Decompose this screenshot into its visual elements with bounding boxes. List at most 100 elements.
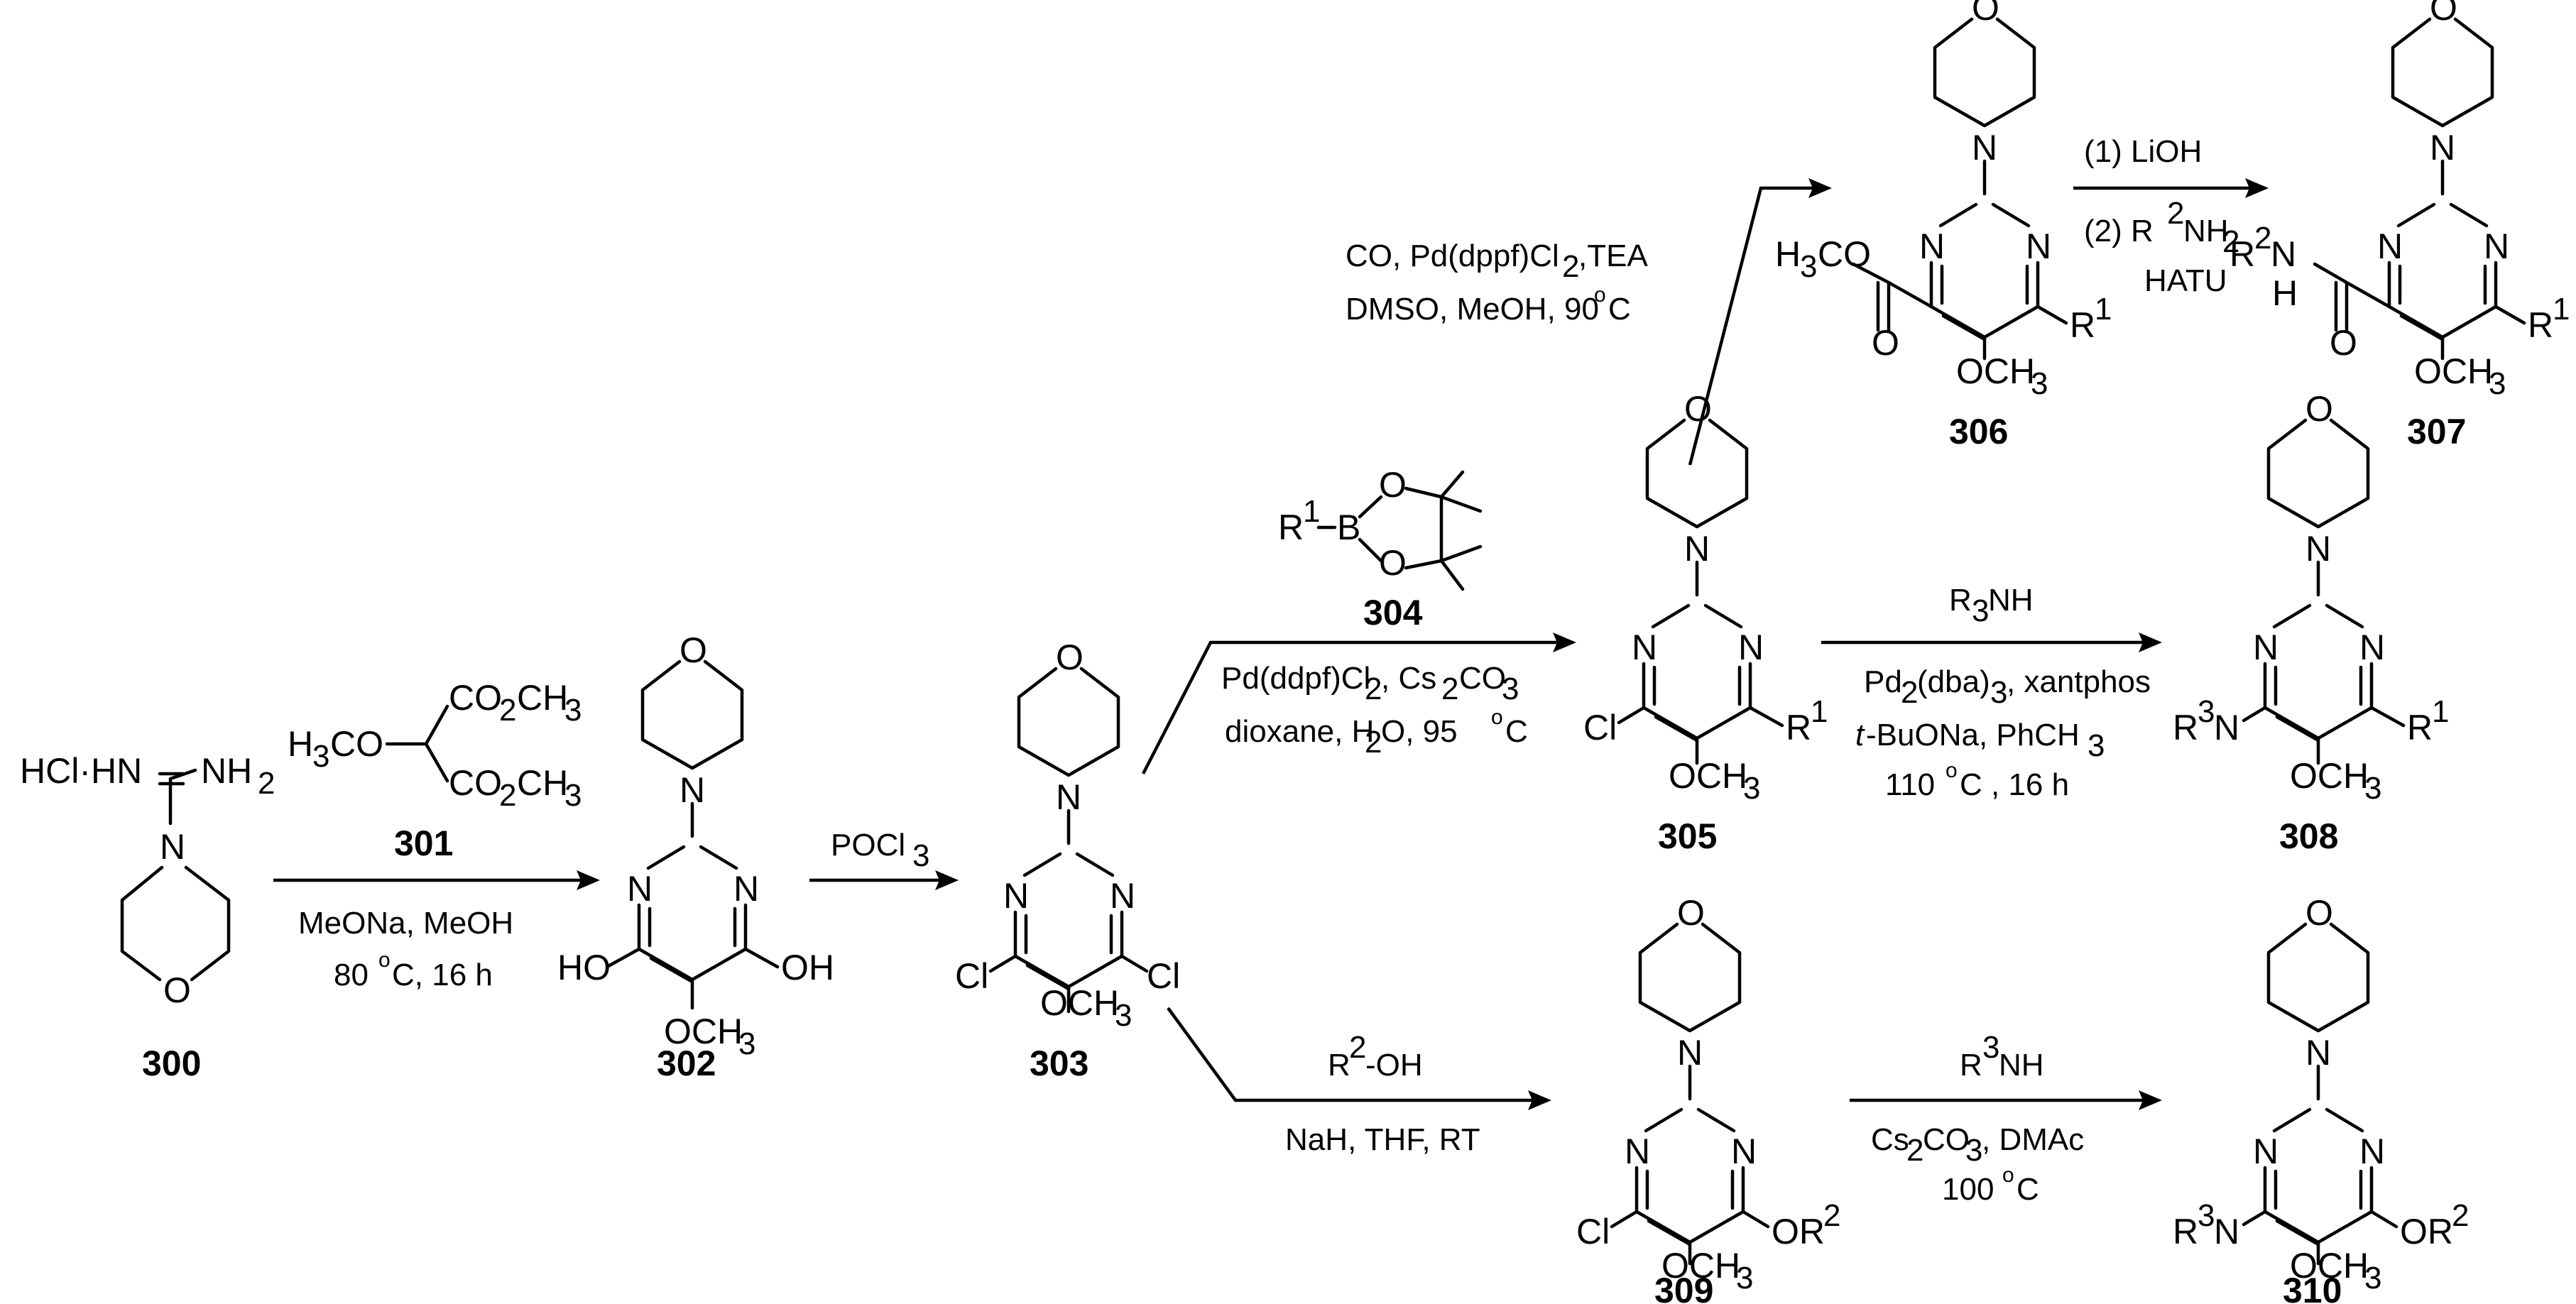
sub-3-305: 3 (1743, 771, 1760, 806)
condition-lioh: (1) LiOH (2084, 134, 2202, 169)
amide-n-307: N (2271, 234, 2296, 274)
cl-right: Cl (1147, 956, 1180, 996)
amine-n-310: N (2214, 1212, 2239, 1251)
condition-buona: -BuONa, PhCH (1866, 718, 2080, 752)
sup-2-309: 2 (1823, 1198, 1840, 1233)
condition-oh: -OH (1365, 1048, 1423, 1083)
reaction-arrow-3: CO, Pd(dppf)Cl 2 ,TEA DMSO, MeOH, 90 o C (1346, 178, 1832, 466)
compound-number-307: 307 (2407, 412, 2466, 451)
sup-3-310: 3 (2198, 1198, 2215, 1233)
sub-3-302: 3 (738, 1026, 755, 1061)
r1-label: R (1278, 508, 1304, 547)
compound-number-303: 303 (1030, 1043, 1088, 1083)
carbonyl-o-307: O (2330, 323, 2357, 363)
och3-307: OCH (2414, 351, 2493, 391)
condition-c-3: C (1608, 292, 1631, 327)
compound-number-301: 301 (394, 823, 453, 863)
och3-302: OCH (664, 1012, 743, 1051)
reagent-pocl3: POCl (831, 828, 905, 862)
h3co-h: H (288, 724, 313, 764)
compound-303: N Cl Cl OCH 3 303 (955, 637, 1180, 1083)
sub-2-cs: 2 (1441, 672, 1458, 706)
sub-3-phch3: 3 (2087, 728, 2105, 763)
r1-308: R (2407, 708, 2433, 747)
degree-6: o (1945, 759, 1958, 782)
sub-3-pocl3: 3 (912, 838, 929, 873)
or2-310: OR (2400, 1212, 2453, 1251)
sup-2-r7: 2 (1349, 1030, 1366, 1065)
cl-left: Cl (955, 956, 988, 996)
co2ch3-bottom: CO (449, 763, 502, 803)
sub-2-r3: 2 (1562, 249, 1579, 284)
sub-3-309: 3 (1736, 1261, 1753, 1295)
condition-nh-8: NH (1999, 1048, 2044, 1083)
reaction-arrow-4: (1) LiOH (2) R 2 NH 2 HATU (2073, 134, 2269, 298)
n-label: N (160, 827, 185, 867)
compound-306: N H 3 CO O R 1 OCH 3 306 (1775, 0, 2112, 451)
r2-307: R (2230, 234, 2255, 274)
sub-2-r4: 2 (2222, 224, 2239, 259)
cl-305: Cl (1583, 708, 1617, 747)
morpholine-n: N (1056, 777, 1081, 817)
hcl-hn-label: HCl·HN (20, 751, 142, 791)
nh2-label: NH (201, 751, 252, 791)
sub-3-306b: 3 (2031, 366, 2048, 401)
sub-2b: 2 (499, 778, 516, 813)
sub-2-pd2: 2 (1901, 675, 1918, 710)
sub-3-306: 3 (1800, 249, 1817, 284)
condition-cs2: Cs (1871, 1122, 1909, 1157)
condition-100: 100 (1942, 1172, 1994, 1207)
compound-number-305: 305 (1658, 816, 1717, 856)
morpholine-n: N (2305, 1033, 2331, 1073)
compound-310: N R 3 N OR 2 OCH 3 310 (2173, 893, 2469, 1304)
compound-number-304: 304 (1363, 593, 1423, 632)
condition-pd2: Pd (1864, 664, 1902, 699)
och3-310: OCH (2290, 1246, 2369, 1286)
oh-right: OH (781, 948, 834, 987)
compound-number-308: 308 (2279, 816, 2338, 856)
h3co-h-306: H (1775, 234, 1801, 274)
condition-r3nh-8: R (1960, 1048, 1982, 1083)
reagent-304: R 1 B O O 304 (1278, 465, 1483, 632)
condition-cs: , Cs (1381, 661, 1436, 696)
sub-3-303: 3 (1115, 998, 1132, 1033)
morpholine-n: N (1684, 529, 1710, 569)
sub-2: 2 (499, 693, 516, 728)
compound-number-302: 302 (657, 1043, 716, 1083)
cl-309: Cl (1576, 1212, 1610, 1251)
sup-2-307: 2 (2254, 221, 2271, 256)
morpholine-n: N (2305, 529, 2331, 569)
r3-308: R (2173, 708, 2198, 747)
sup-1-306: 1 (2095, 292, 2112, 327)
amide-h-307: H (2272, 273, 2298, 313)
compound-number-310: 310 (2283, 1271, 2342, 1304)
condition-80c: 80 (334, 958, 369, 992)
och3-306: OCH (1956, 351, 2035, 391)
condition-nh2: NH (2183, 214, 2229, 248)
och3-303: OCH (1040, 983, 1119, 1023)
och3-305: OCH (1669, 756, 1747, 796)
morpholine-n: N (2430, 128, 2455, 168)
compound-number-300: 300 (142, 1043, 201, 1083)
condition-dmso: DMSO, MeOH, 90 (1346, 292, 1599, 327)
degree-8: o (2002, 1163, 2014, 1187)
sub-3-307: 3 (2489, 366, 2506, 401)
condition-meona-meoh: MeONa, MeOH (298, 906, 513, 941)
condition-co3-8: CO (1923, 1122, 1970, 1157)
carbonyl-o-306: O (1872, 323, 1899, 363)
condition-hatu: HATU (2144, 263, 2227, 298)
degree-5: o (1491, 706, 1503, 729)
degree-3: o (1594, 283, 1606, 307)
r1-306: R (2070, 305, 2095, 345)
condition-c: C (1505, 714, 1528, 749)
reagent-301: H 3 CO CO 2 CH 3 CO 2 CH 3 301 (288, 678, 582, 863)
degree-1: o (378, 948, 391, 972)
condition-16h: C , 16 h (1960, 767, 2069, 802)
sub-3: 3 (312, 739, 329, 774)
reaction-arrow-7: R 2 -OH NaH, THF, RT (1167, 1007, 1551, 1157)
condition-c-8: C (2016, 1172, 2039, 1207)
compound-number-309: 309 (1654, 1271, 1713, 1304)
reaction-arrow-1: MeONa, MeOH 80 o C, 16 h (273, 870, 600, 992)
condition-pd-ddpf: Pd(ddpf)Cl (1221, 661, 1370, 696)
nh2-subscript: 2 (258, 766, 275, 801)
